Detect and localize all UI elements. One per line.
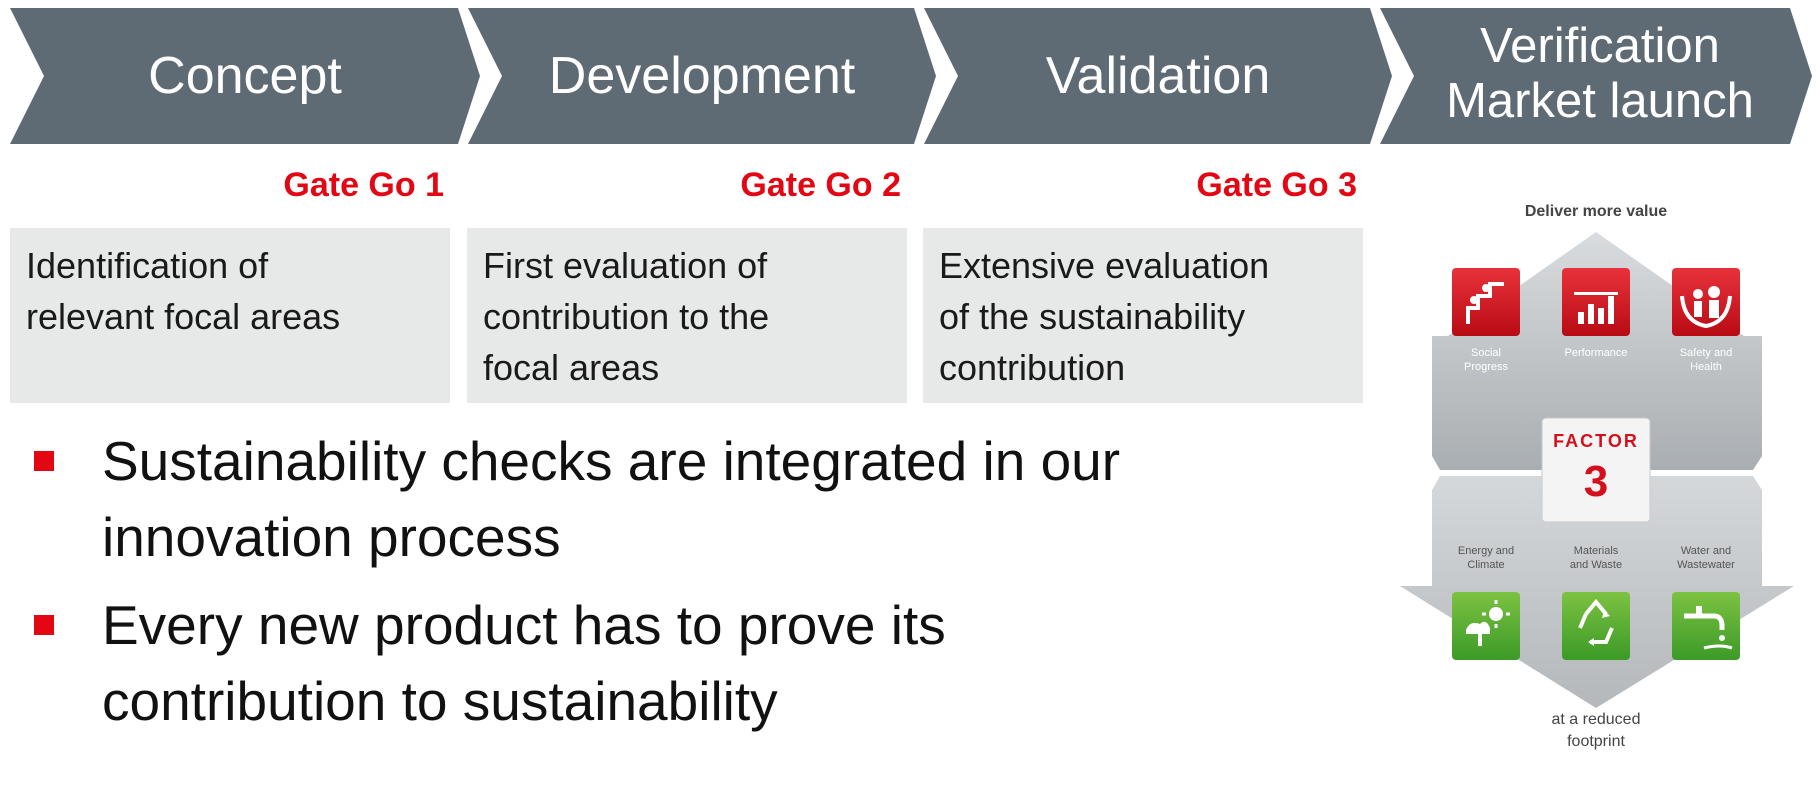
recycle-icon — [1562, 592, 1630, 660]
reduced-footprint-caption-line2: footprint — [1567, 733, 1625, 750]
bullet-line: innovation process — [102, 506, 561, 568]
performance-label: Performance — [1565, 347, 1628, 359]
stage-concept — [10, 8, 480, 144]
gate-go-1: Gate Go 1 — [283, 166, 444, 204]
bullet-line: Sustainability checks are integrated in … — [102, 430, 1121, 492]
safety-health-label-line2: Health — [1690, 361, 1722, 373]
water-wastewater-item: Water and Wastewater — [1672, 545, 1740, 660]
reduced-footprint-caption-line1: at a reduced — [1552, 711, 1641, 728]
materials-waste-label-line1: Materials — [1574, 545, 1619, 557]
stage-validation — [924, 8, 1392, 144]
stage-development-label: Development — [549, 47, 856, 105]
bullet-list: Sustainability checks are integrated in … — [34, 423, 1364, 751]
gate-go-3: Gate Go 3 — [1196, 166, 1357, 204]
box-line: relevant focal areas — [26, 296, 341, 337]
bullet-line: contribution to sustainability — [102, 670, 778, 732]
water-wastewater-label-line1: Water and — [1681, 545, 1731, 557]
social-progress-label-line2: Progress — [1464, 361, 1509, 373]
faucet-icon — [1672, 592, 1740, 660]
stage-verification-label: Verification — [1480, 19, 1720, 73]
box-line: Identification of — [26, 245, 269, 286]
people-growth-icon — [1452, 268, 1520, 336]
factor-word: FACTOR — [1553, 431, 1639, 451]
bullet-square-icon — [34, 451, 54, 471]
bullet-square-icon — [34, 615, 54, 635]
box-line: First evaluation of — [483, 245, 768, 286]
factor-3-box: FACTOR 3 — [1541, 417, 1651, 523]
performance-item: Performance — [1562, 268, 1630, 359]
concept-description-box: Identification of relevant focal areas — [10, 228, 450, 403]
energy-climate-label-line2: Climate — [1467, 559, 1504, 571]
box-line: Extensive evaluation — [939, 245, 1270, 286]
social-progress-item: Social Progress — [1452, 268, 1520, 373]
stage-validation-label: Validation — [1046, 47, 1271, 105]
stage-market-launch-label: Market launch — [1446, 74, 1754, 128]
box-line: contribution to the — [483, 296, 770, 337]
safety-health-label-line1: Safety and — [1680, 347, 1733, 359]
deliver-more-value-caption: Deliver more value — [1525, 203, 1667, 220]
factor-3-graphic: Deliver more value Social Progress Perfo… — [1400, 203, 1794, 750]
stage-verification — [1380, 8, 1812, 144]
box-line: of the sustainability — [939, 296, 1246, 337]
bullet-line: Every new product has to prove its — [102, 594, 946, 656]
water-wastewater-label-line2: Wastewater — [1677, 559, 1735, 571]
validation-description-box: Extensive evaluation of the sustainabili… — [923, 228, 1363, 403]
process-chevrons: Concept Development Validation Verificat… — [10, 8, 1812, 144]
materials-waste-label-line2: and Waste — [1570, 559, 1622, 571]
box-line: contribution — [939, 347, 1126, 388]
development-description-box: First evaluation of contribution to the … — [467, 228, 907, 403]
bullet-item: Sustainability checks are integrated in … — [34, 423, 1364, 575]
factor-number: 3 — [1584, 457, 1608, 506]
stage-concept-label: Concept — [148, 47, 342, 105]
energy-climate-label-line1: Energy and — [1458, 545, 1514, 557]
social-progress-label-line1: Social — [1471, 347, 1501, 359]
bullet-item: Every new product has to prove its contr… — [34, 587, 1364, 739]
materials-waste-item: Materials and Waste — [1562, 545, 1630, 660]
safety-health-item: Safety and Health — [1672, 268, 1740, 373]
energy-climate-item: Energy and Climate — [1452, 545, 1520, 660]
gate-go-2: Gate Go 2 — [740, 166, 901, 204]
bar-chart-icon — [1562, 268, 1630, 336]
stage-development — [468, 8, 936, 144]
box-line: focal areas — [483, 347, 660, 388]
